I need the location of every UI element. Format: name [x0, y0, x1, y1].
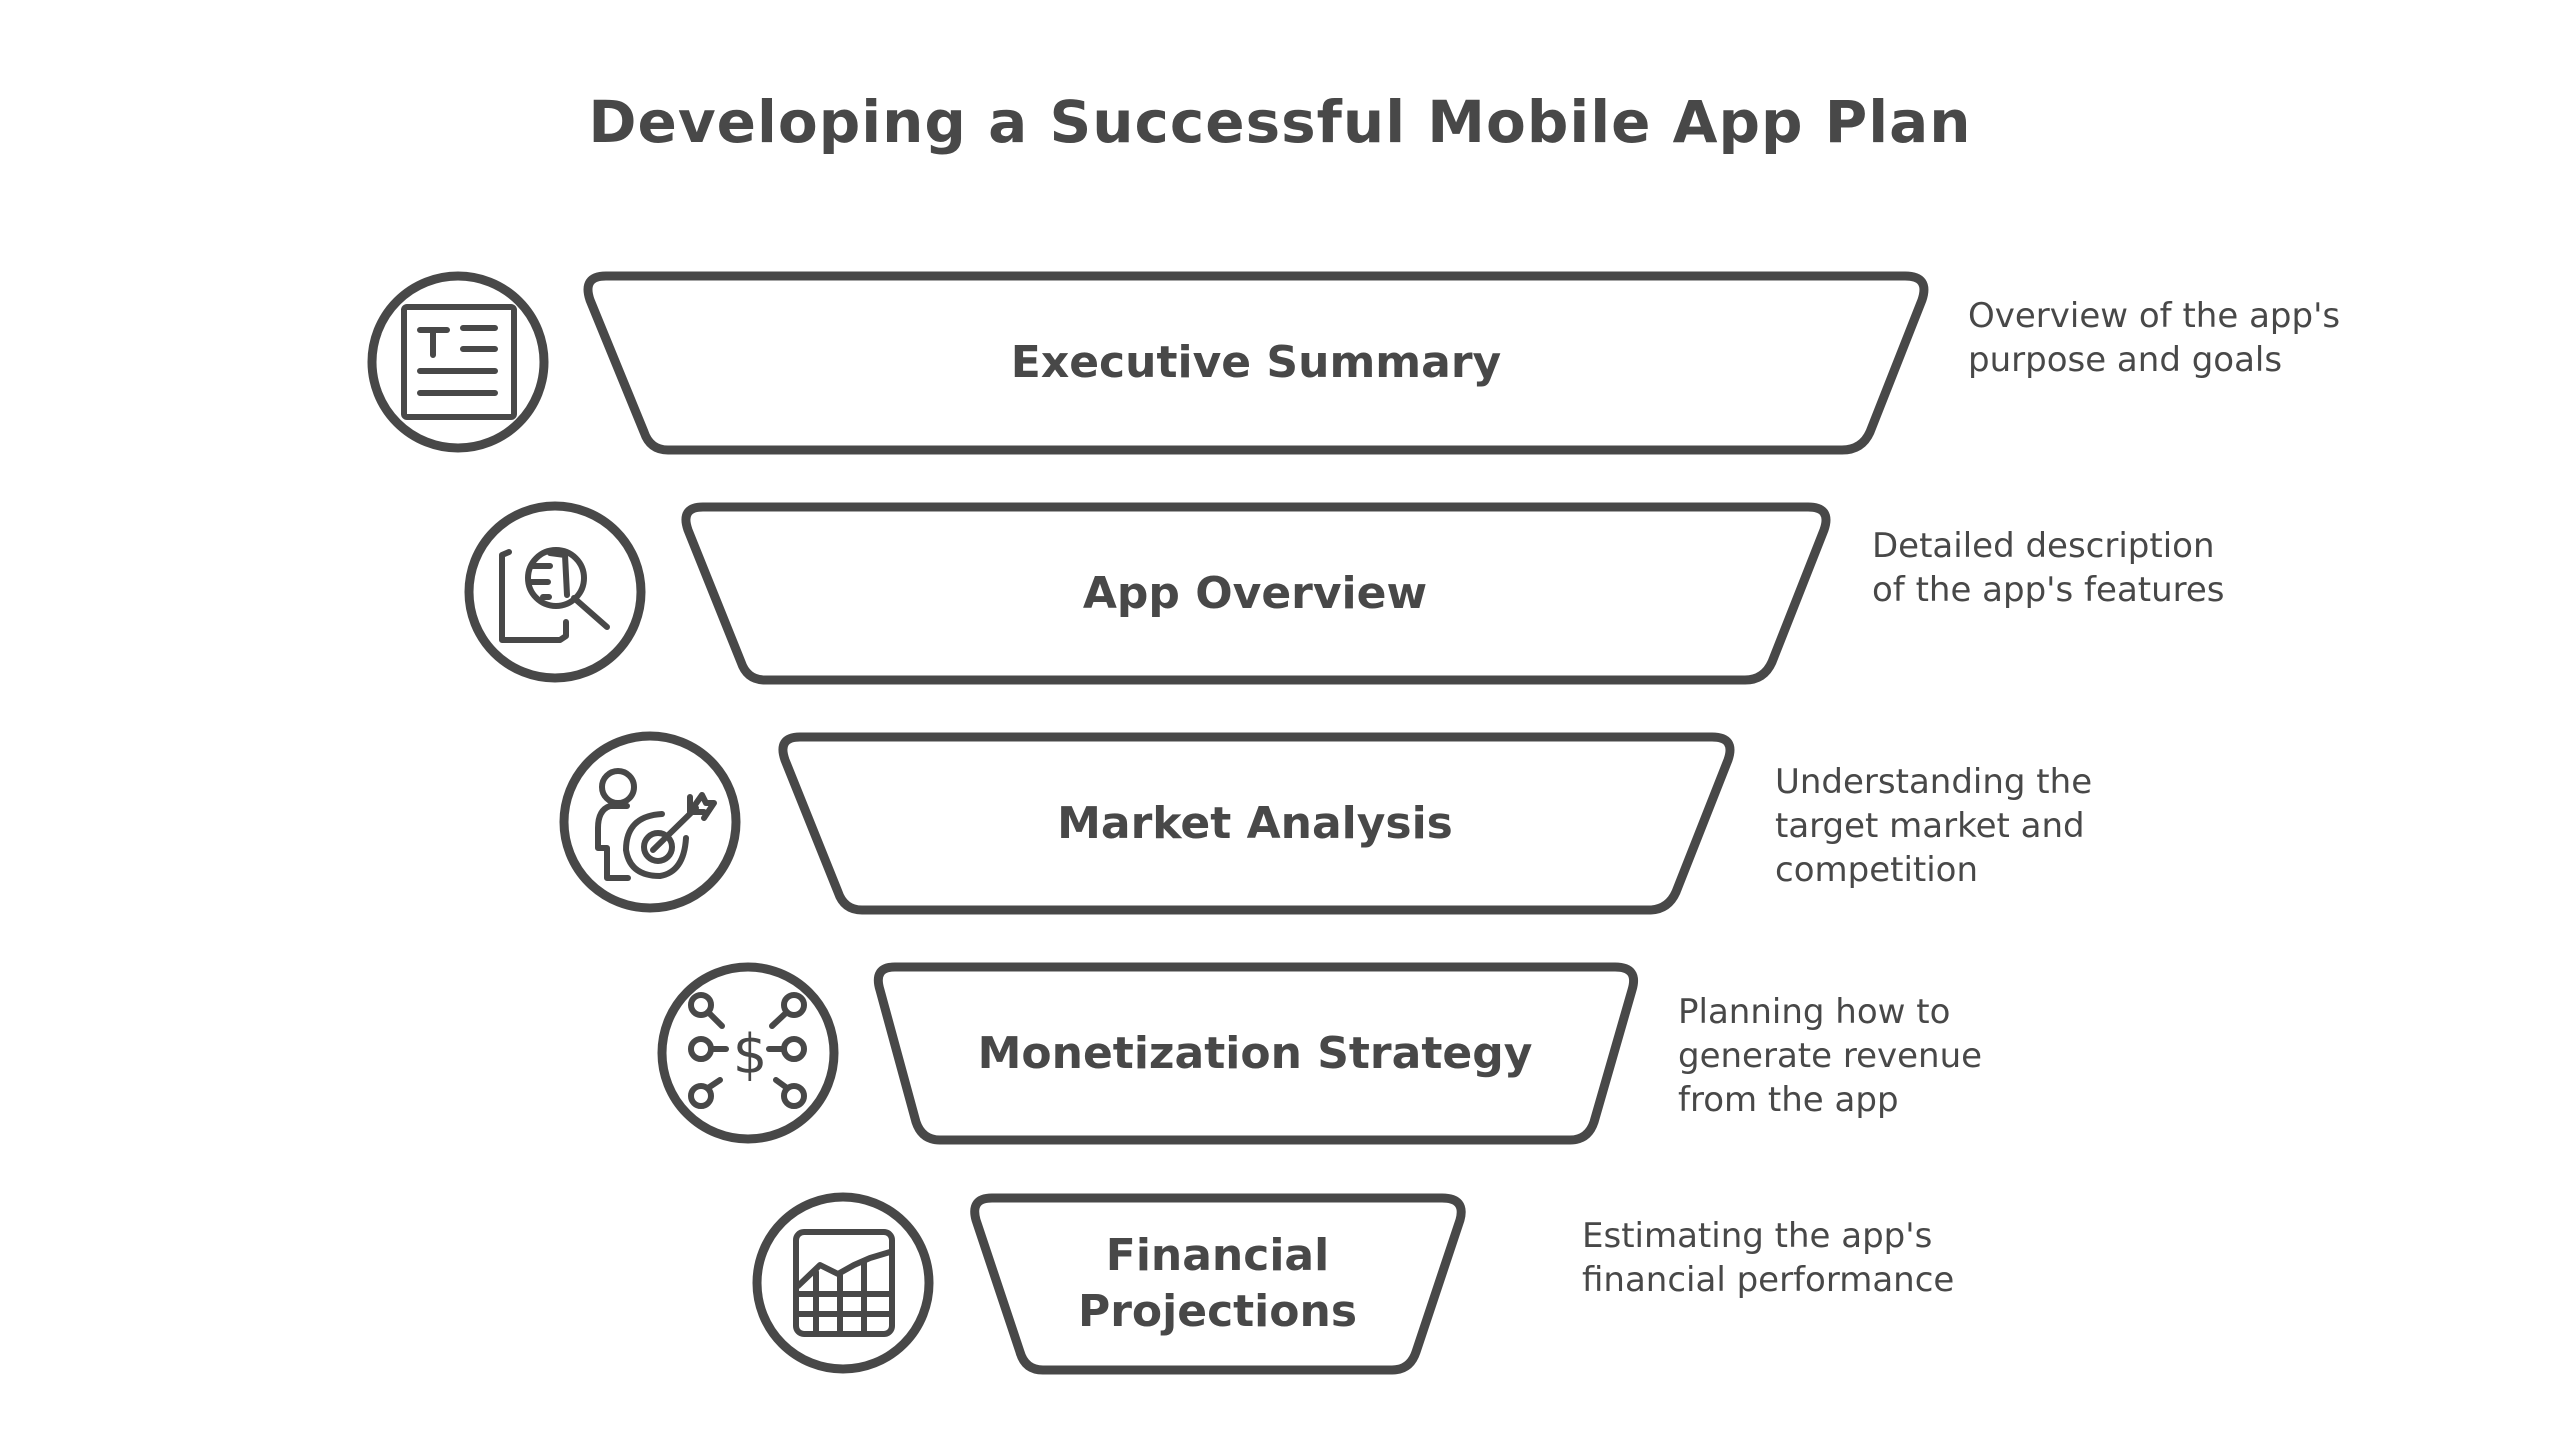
stage-label-market-analysis: Market Analysis [1057, 797, 1453, 849]
funnel-stage-shape-1 [583, 271, 1929, 455]
document-text-icon [367, 271, 549, 453]
funnel-stage-shape-5 [970, 1193, 1466, 1375]
stage-description-market-analysis: Understanding the target market and comp… [1775, 762, 2093, 890]
funnel-stage-shape-4 [873, 962, 1639, 1145]
stage-description-executive-summary: Overview of the app's purpose and goals [1968, 296, 2341, 380]
spreadsheet-chart-icon [752, 1192, 934, 1374]
stage-label-app-overview: App Overview [1082, 567, 1428, 619]
person-target-icon [559, 731, 741, 913]
stage-description-app-overview: Detailed description of the app's featur… [1872, 526, 2225, 610]
stage-label-monetization-strategy: Monetization Strategy [977, 1027, 1533, 1079]
diagram-title: Developing a Successful Mobile App Plan [588, 88, 1972, 156]
svg-text:$: $ [733, 1023, 767, 1086]
stage-description-monetization-strategy: Planning how to generate revenue from th… [1678, 992, 1983, 1120]
funnel-stage-shape-3 [778, 732, 1735, 915]
funnel-stage-shape-2 [681, 502, 1831, 685]
stage-label-financial-projections: Financial Projections [1077, 1230, 1358, 1337]
stage-label-executive-summary: Executive Summary [1010, 337, 1502, 388]
document-search-icon [464, 501, 646, 683]
stage-description-financial-projections: Estimating the app's financial performan… [1582, 1216, 1955, 1300]
dollar-network-icon: $ [657, 962, 839, 1144]
